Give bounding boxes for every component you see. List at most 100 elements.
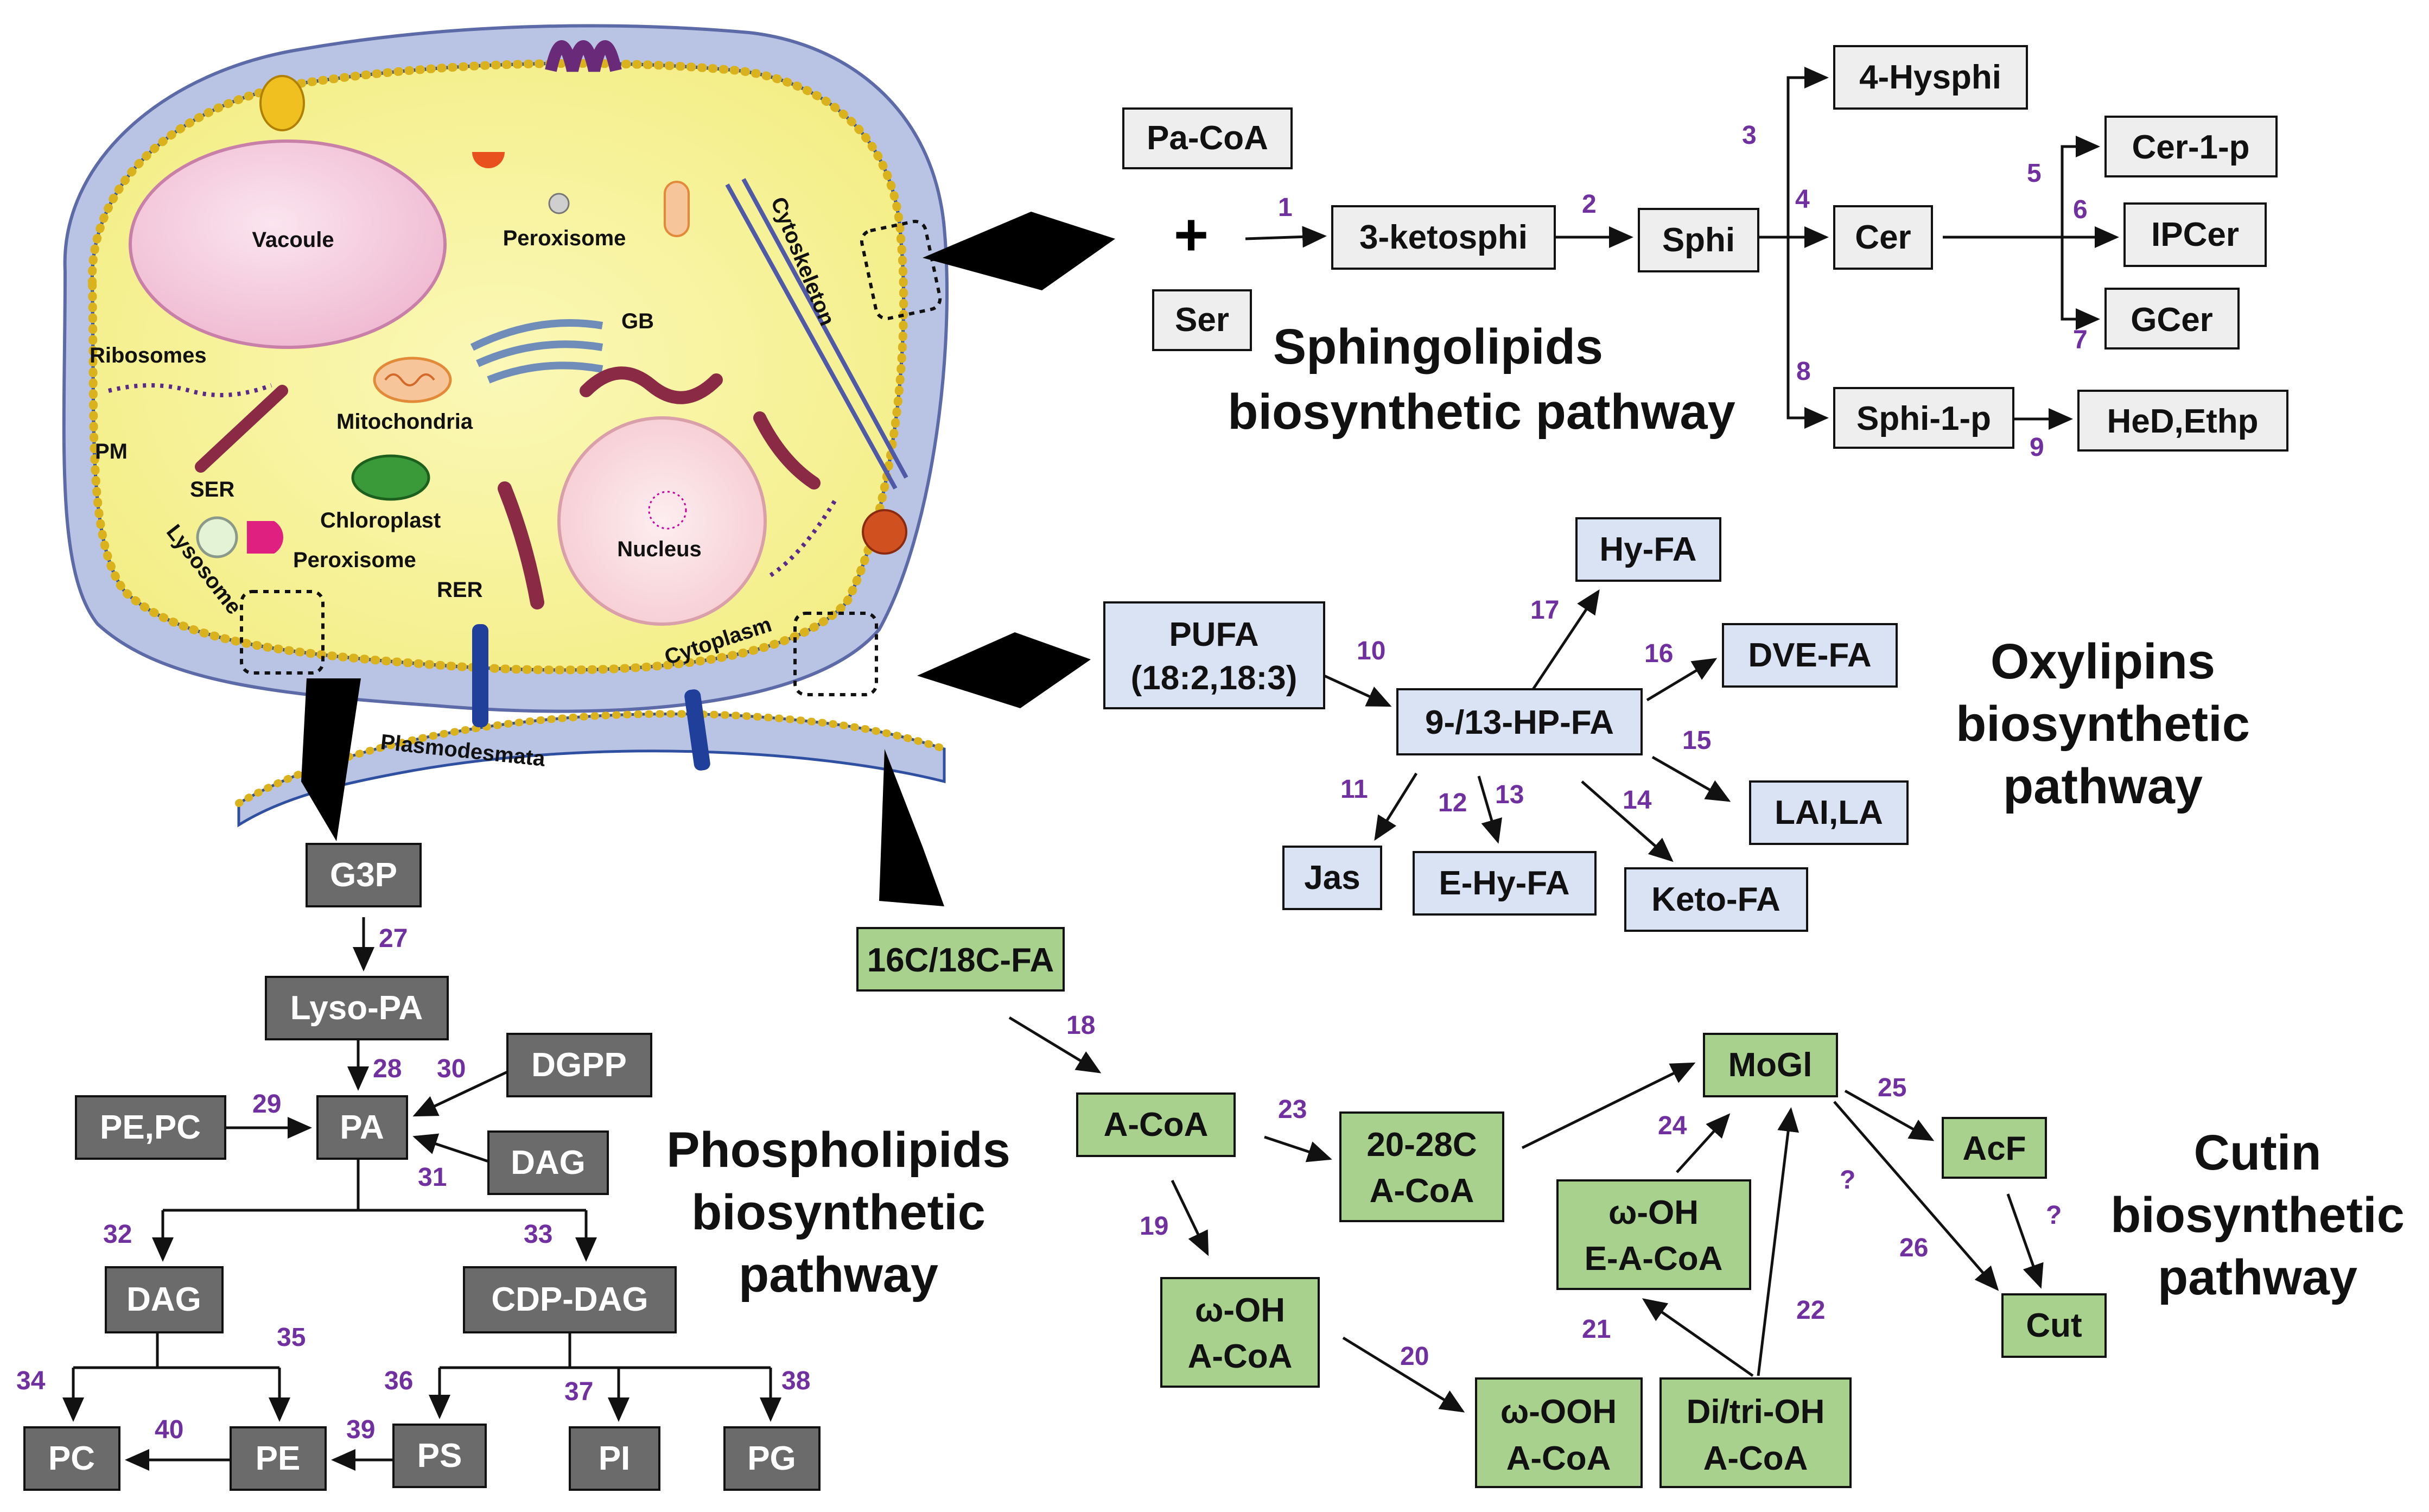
node-mogl: MoGl [1703, 1033, 1838, 1097]
cutin-pathway: 16C/18C-FA A-CoA 20-28C A-CoA ω-OH A-CoA… [856, 927, 2405, 1488]
step-34: 34 [16, 1367, 46, 1395]
step-5: 5 [2027, 159, 2042, 188]
node-keto-fa: Keto-FA [1624, 867, 1808, 932]
oxylipins-title-1: Oxylipins [1991, 634, 2215, 689]
svg-text:DAG: DAG [511, 1144, 586, 1181]
svg-text:Ser: Ser [1175, 301, 1229, 339]
node-g3p: G3P [306, 843, 422, 907]
svg-text:20-28C: 20-28C [1366, 1126, 1477, 1164]
node-hed-ethp: HeD,Ethp [2077, 390, 2288, 452]
pm-label: PM [95, 440, 128, 463]
node-hp-fa: 9-/13-HP-FA [1396, 688, 1643, 755]
step-19: 19 [1140, 1212, 1168, 1241]
node-20-28c-a-coa: 20-28C A-CoA [1339, 1111, 1504, 1222]
svg-text:IPCer: IPCer [2151, 216, 2239, 253]
step-38: 38 [781, 1367, 810, 1395]
cell-illustration: Vacoule Nucleus Peroxisome GB Cytoskelet… [62, 24, 949, 828]
node-pc: PC [23, 1426, 120, 1491]
node-lai-la: LAI,LA [1749, 780, 1909, 845]
svg-text:ω-OH: ω-OH [1195, 1292, 1285, 1329]
gb-label: GB [621, 309, 654, 333]
node-cer-1-p: Cer-1-p [2104, 116, 2278, 177]
svg-text:9-/13-HP-FA: 9-/13-HP-FA [1425, 704, 1614, 741]
svg-text:ω-OOH: ω-OOH [1500, 1393, 1617, 1431]
cutin-title-1: Cutin [2193, 1125, 2321, 1180]
step-27: 27 [379, 924, 408, 953]
node-pi: PI [569, 1426, 660, 1491]
svg-text:Jas: Jas [1304, 859, 1360, 897]
svg-text:3-ketosphi: 3-ketosphi [1359, 219, 1528, 256]
step-7: 7 [2073, 326, 2088, 354]
svg-text:HeD,Ethp: HeD,Ethp [2107, 403, 2259, 440]
step-22: 22 [1796, 1296, 1825, 1325]
step-21: 21 [1582, 1315, 1611, 1344]
node-pacoa: Pa-CoA [1122, 107, 1293, 169]
lysosome [196, 516, 238, 558]
sphingolipids-pathway: Pa-CoA + Ser 3-ketosphi Sphi 4-Hysphi Ce… [1122, 45, 2288, 462]
node-3-ketosphi: 3-ketosphi [1331, 205, 1556, 270]
step-39: 39 [346, 1415, 375, 1444]
step-33: 33 [524, 1220, 552, 1249]
svg-text:E-A-CoA: E-A-CoA [1585, 1240, 1723, 1278]
node-dag-side: DAG [487, 1130, 609, 1195]
svg-text:MoGl: MoGl [1728, 1046, 1813, 1084]
step-unknown-1: ? [1840, 1166, 1855, 1195]
svg-text:PI: PI [599, 1440, 631, 1477]
svg-text:A-CoA: A-CoA [1104, 1106, 1209, 1143]
chloroplast [351, 454, 430, 501]
phospholipids-title-3: pathway [739, 1247, 938, 1303]
step-20: 20 [1400, 1342, 1429, 1371]
step-11: 11 [1340, 775, 1368, 804]
svg-text:G3P: G3P [330, 856, 397, 894]
svg-text:A-CoA: A-CoA [1506, 1440, 1611, 1477]
node-16c-18c-fa: 16C/18C-FA [856, 927, 1065, 992]
node-cdp-dag: CDP-DAG [463, 1266, 677, 1333]
phospholipids-title-1: Phospholipids [666, 1122, 1010, 1178]
step-37: 37 [564, 1377, 593, 1406]
svg-text:A-CoA: A-CoA [1370, 1172, 1474, 1210]
svg-text:Cer-1-p: Cer-1-p [2132, 129, 2249, 166]
svg-text:4-Hysphi: 4-Hysphi [1859, 59, 2001, 96]
node-w-ooh-a-coa: ω-OOH A-CoA [1475, 1377, 1643, 1488]
node-e-hy-fa: E-Hy-FA [1413, 851, 1597, 916]
step-12: 12 [1438, 789, 1467, 817]
node-pg: PG [723, 1426, 821, 1491]
node-ser: Ser [1152, 289, 1252, 351]
step-4: 4 [1795, 185, 1810, 214]
svg-text:Sphi: Sphi [1662, 221, 1735, 259]
node-w-oh-e-a-coa: ω-OH E-A-CoA [1556, 1179, 1751, 1290]
svg-text:Lyso-PA: Lyso-PA [290, 989, 423, 1027]
node-gcer: GCer [2104, 288, 2240, 350]
step-15: 15 [1682, 726, 1711, 755]
peroxisome-bottom-label: Peroxisome [293, 548, 416, 572]
svg-text:Sphi-1-p: Sphi-1-p [1856, 400, 1991, 437]
plus-sign: + [1174, 201, 1209, 268]
node-a-coa: A-CoA [1076, 1092, 1236, 1157]
golgi-body [470, 319, 603, 384]
svg-text:DVE-FA: DVE-FA [1748, 637, 1871, 674]
mitochondrion [373, 357, 452, 403]
step-9: 9 [2030, 433, 2044, 462]
oxylipins-pathway: PUFA (18:2,18:3) 9-/13-HP-FA Hy-FA DVE-F… [1103, 517, 2250, 932]
pointer-arrows [301, 212, 1115, 906]
step-1: 1 [1278, 193, 1293, 222]
step-18: 18 [1066, 1011, 1095, 1040]
step-8: 8 [1796, 357, 1811, 386]
phospholipids-pathway: G3P Lyso-PA PA PE,PC DGPP DAG DAG CDP-D [16, 843, 1010, 1491]
svg-text:PA: PA [340, 1109, 384, 1146]
step-23: 23 [1278, 1095, 1307, 1124]
step-10: 10 [1357, 637, 1385, 665]
chloroplast-label: Chloroplast [320, 509, 441, 532]
svg-text:Hy-FA: Hy-FA [1599, 531, 1696, 568]
node-sphi-1-p: Sphi-1-p [1833, 387, 2014, 449]
svg-text:PE: PE [256, 1440, 301, 1477]
step-24: 24 [1658, 1111, 1687, 1140]
svg-text:Keto-FA: Keto-FA [1651, 881, 1781, 918]
cytoskeleton [725, 178, 908, 490]
svg-text:Di/tri-OH: Di/tri-OH [1687, 1393, 1825, 1431]
sphingolipids-title-2: biosynthetic pathway [1228, 384, 1735, 440]
ribosomes-label: Ribosomes [90, 344, 207, 367]
node-dve-fa: DVE-FA [1722, 623, 1898, 688]
step-16: 16 [1644, 639, 1673, 668]
step-6: 6 [2073, 195, 2088, 224]
